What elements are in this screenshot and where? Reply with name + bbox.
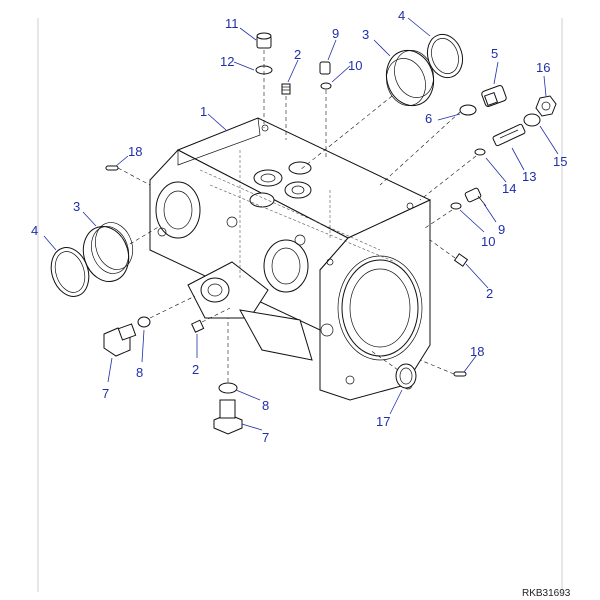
- axis-bore-right: [379, 111, 461, 186]
- callout-6: 6: [425, 111, 432, 126]
- o-ring-8-bottom: [218, 382, 238, 394]
- callout-2b: 2: [486, 286, 493, 301]
- callout-16: 16: [536, 60, 550, 75]
- bearing-ring-right: [385, 49, 435, 107]
- plug-screw-11: [256, 32, 272, 49]
- stud-13: [492, 123, 526, 147]
- callout-17: 17: [376, 414, 390, 429]
- pin-18-bottom: [453, 371, 467, 377]
- callout-14: 14: [502, 181, 516, 196]
- axis-7-left: [149, 295, 196, 319]
- o-ring-10-top: [320, 82, 332, 90]
- callout-1: 1: [200, 104, 207, 119]
- callout-15: 15: [553, 154, 567, 169]
- callout-13: 13: [522, 169, 536, 184]
- bolt-9-top: [319, 61, 331, 75]
- callout-8b: 8: [262, 398, 269, 413]
- o-ring-8-left: [137, 316, 151, 328]
- plug-5: [481, 85, 507, 107]
- drawing-reference-code: RKB31693: [522, 588, 571, 599]
- fitting-17: [395, 363, 417, 389]
- callout-4b: 4: [398, 8, 405, 23]
- axis-2-bottom: [201, 307, 231, 323]
- plug-2-bottom: [191, 319, 205, 333]
- bolt-7-left: [103, 323, 137, 357]
- axis-9-right: [424, 209, 453, 229]
- callout-2c: 2: [192, 362, 199, 377]
- o-ring-10-right: [450, 202, 462, 210]
- callout-7b: 7: [262, 430, 269, 445]
- callout-9a: 9: [332, 26, 339, 41]
- axis-18-bottom: [419, 359, 455, 375]
- washer-15: [523, 113, 541, 127]
- callout-18b: 18: [470, 344, 484, 359]
- snap-ring-left: [50, 247, 90, 297]
- callout-7a: 7: [102, 386, 109, 401]
- callout-8a: 8: [136, 365, 143, 380]
- callout-5: 5: [491, 46, 498, 61]
- callout-9b: 9: [498, 222, 505, 237]
- callout-10a: 10: [348, 58, 362, 73]
- plug-2-top: [281, 83, 291, 95]
- axis-17: [369, 349, 399, 371]
- o-ring-6: [459, 104, 477, 116]
- callout-3b: 3: [362, 27, 369, 42]
- axis-3-right: [299, 95, 393, 171]
- callout-4a: 4: [31, 223, 38, 238]
- bearing-ring-left: [82, 222, 134, 282]
- plug-2-right: [453, 253, 469, 267]
- o-ring-14: [474, 148, 486, 156]
- pin-18-top: [105, 165, 119, 171]
- callout-10b: 10: [481, 234, 495, 249]
- axis-18-top: [117, 167, 151, 186]
- callout-18a: 18: [128, 144, 142, 159]
- pump-housing: [149, 117, 432, 401]
- leader-lines: [43, 17, 559, 431]
- snap-ring-right: [426, 33, 464, 79]
- axis-2-right: [429, 239, 456, 259]
- nut-16: [535, 95, 557, 117]
- bolt-9-right: [464, 187, 487, 207]
- bolt-7-bottom: [213, 399, 243, 435]
- callout-12: 12: [220, 54, 234, 69]
- callout-11: 11: [225, 16, 239, 31]
- callout-2a: 2: [294, 47, 301, 62]
- axis-13: [419, 155, 477, 201]
- axis-left-bore: [129, 225, 161, 245]
- callout-3a: 3: [73, 199, 80, 214]
